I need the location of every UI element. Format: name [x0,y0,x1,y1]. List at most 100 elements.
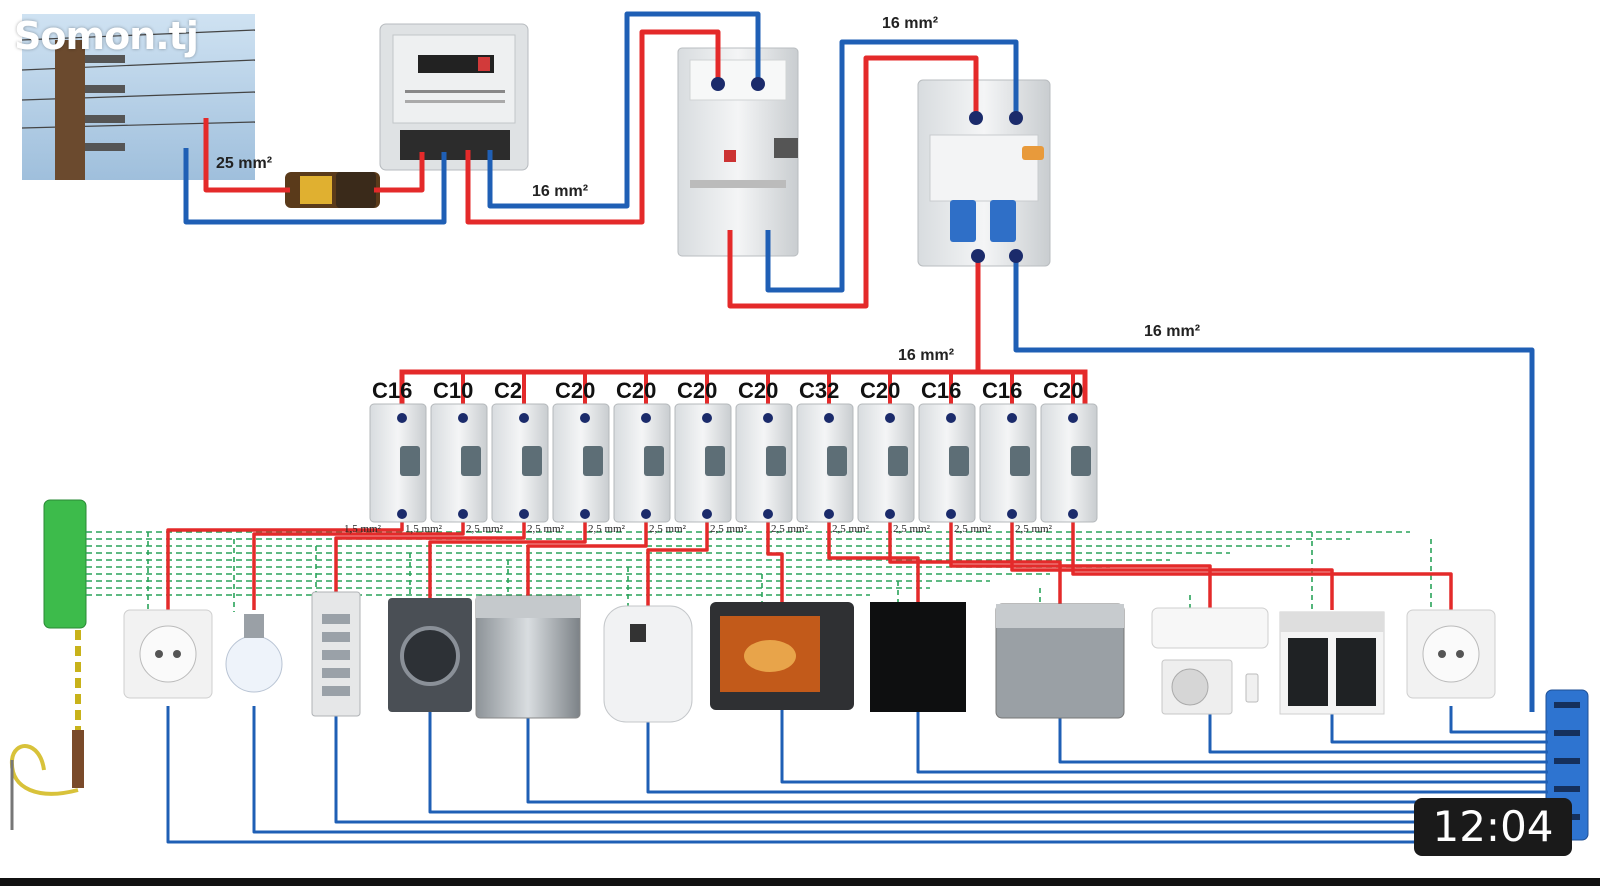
breaker-toggle [1010,446,1030,476]
breaker-terminal [885,413,895,423]
electricity-meter [379,23,529,171]
breaker-terminal [763,509,773,519]
breaker-rating: C20 [860,378,900,403]
socket-icon [123,609,213,699]
breaker-terminal [641,413,651,423]
breaker-terminal [397,413,407,423]
breaker-terminal [458,413,468,423]
breaker-toggle [1071,446,1091,476]
label-main-out-cable: 16 mm² [898,347,954,364]
circuit-breaker: C20 2,5 mm² [649,378,732,535]
intercom-panel-icon [311,591,361,717]
meter-live-out [465,29,721,225]
breaker-terminal [885,509,895,519]
breaker-body [979,403,1037,523]
breaker-cable-size: 1,5 mm² [344,523,382,535]
service-neutral-wire [183,148,447,225]
utility-pole-photo [21,14,256,180]
neutral-return-wire [1449,706,1548,734]
breaker-terminal [946,509,956,519]
neutral-return-wire [646,706,1548,794]
service-fuse-block [285,172,380,208]
breaker-terminal [763,413,773,423]
breaker-rating: C16 [982,378,1022,403]
neutral-return-wire [780,706,1548,784]
circuit-live-wire [1071,514,1453,610]
circuit-live-wires [166,514,1453,610]
breaker-terminal [824,509,834,519]
breaker-body [796,403,854,523]
breaker-cable-size: 2,5 mm² [466,523,504,535]
meter-neutral-out [487,11,761,209]
breaker-terminal [580,413,590,423]
air-conditioner-icon [1151,607,1269,715]
neutral-return-wire [428,706,1548,814]
circuit-live-wire [1010,514,1334,610]
label-service-cable: 25 mm² [216,155,272,172]
breaker-toggle [522,446,542,476]
breaker-cable-size: 2,5 mm² [710,523,748,535]
circuit-breaker: C16 1,5 mm² [344,378,427,535]
appliance-row [123,591,1496,723]
light-bulb-icon [225,614,283,693]
dishwasher-icon [475,595,581,719]
breaker-cable-size: 2,5 mm² [649,523,687,535]
breaker-terminal [641,509,651,519]
breaker-cable-size: 2,5 mm² [527,523,565,535]
breaker-toggle [827,446,847,476]
circuit-live-wire [827,514,920,610]
breaker-terminal [1007,509,1017,519]
circuit-live-wire [334,514,526,610]
breaker-terminal [397,509,407,519]
neutral-return-wire [1208,706,1548,754]
circuit-live-wire [646,514,709,610]
rcd-live-out [727,55,979,309]
breaker-body [552,403,610,523]
water-heater-icon [603,605,693,723]
breaker-toggle [583,446,603,476]
breaker-toggle [705,446,725,476]
breaker-rating: C16 [372,378,412,403]
breaker-body [430,403,488,523]
breaker-body [491,403,549,523]
breaker-rating: C20 [677,378,717,403]
breaker-cable-size: 1,5 mm² [405,523,443,535]
cable-labels: 25 mm² 16 mm² 16 mm² 16 mm² 16 mm² [216,15,1200,364]
breaker-rating: C10 [433,378,473,403]
breaker-body [735,403,793,523]
breaker-body [857,403,915,523]
breaker-rating: C20 [555,378,595,403]
breaker-cable-size: 2,5 mm² [893,523,931,535]
circuit-live-wire [766,514,784,610]
video-progress-track [0,878,1600,886]
breaker-body [918,403,976,523]
breaker-rating: C20 [616,378,656,403]
circuit-live-wire [252,514,465,610]
neutral-return-wire [334,706,1548,824]
label-meter-out-cable: 16 mm² [532,183,588,200]
breaker-rating: C2 [494,378,522,403]
circuit-live-wire [428,514,587,610]
circuit-live-wire [526,514,648,610]
neutral-return-wire [916,706,1548,774]
breaker-toggle [400,446,420,476]
circuit-breaker: C20 2,5 mm² [527,378,610,535]
service-live-wire [203,118,290,193]
breaker-toggle [949,446,969,476]
breaker-cable-size: 2,5 mm² [1015,523,1053,535]
breaker-terminal [1007,413,1017,423]
breaker-cable-size: 2,5 mm² [771,523,809,535]
main-breaker [917,79,1051,267]
neutral-return-wire [252,706,1548,834]
neutral-wires [166,706,1548,844]
breaker-body [674,403,732,523]
neutral-return-wire [1058,706,1548,764]
washing-machine-icon [388,598,472,712]
